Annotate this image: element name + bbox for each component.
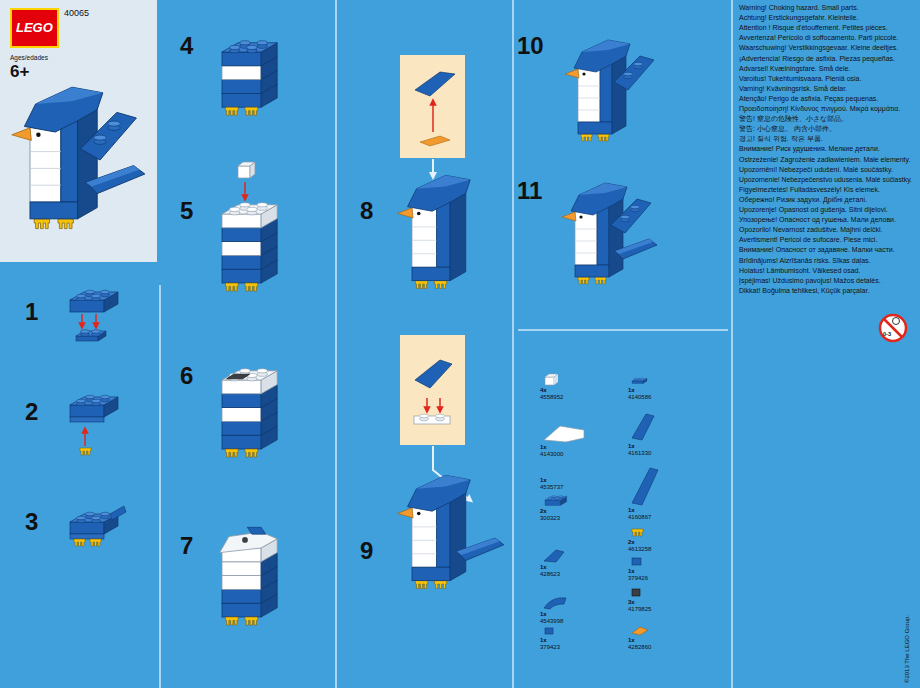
part-number: 4282860: [628, 644, 651, 651]
warning-text: Dikkat! Boğulma tehlikesi, Küçük parçala…: [739, 287, 869, 295]
step-2-art: [70, 395, 118, 455]
step-11-art: [562, 183, 657, 284]
part-quantity: 1x: [628, 387, 635, 394]
step-1-art: [70, 290, 118, 341]
set-box-art: [0, 0, 157, 262]
age-warning-symbol: [880, 315, 906, 341]
part-thumbnails: [544, 374, 658, 635]
step-number: 11: [517, 177, 542, 206]
part-quantity: 1x: [628, 568, 635, 575]
part-quantity: 1x: [628, 443, 635, 450]
step-number: 3: [25, 508, 38, 537]
warning-text: Ostrzeżenie! Zagrożenie zadławieniem. Ma…: [739, 156, 910, 164]
warning-text: Upozornění! Nebezpečí udušení. Malé souč…: [739, 166, 893, 174]
part-quantity: 3x: [628, 599, 635, 606]
copyright: ©2013 The LEGO Group.: [904, 615, 911, 683]
warning-text: Upozornenie! Nebezpečenstvo udusenia. Ma…: [739, 176, 912, 184]
part-quantity: 1x: [628, 637, 635, 644]
warning-text: Opozorilo! Nevarnost zadušitve. Majhni d…: [739, 226, 883, 234]
warning-text: Varoitus! Tukehtumisvaara. Pieniä osia.: [739, 75, 861, 83]
warning-text: 경고! 질식 위험. 작은 부품.: [739, 135, 823, 143]
step-number: 4: [180, 32, 193, 61]
warning-text: 警告: 小心窒息。 內含小部件。: [739, 125, 836, 133]
part-quantity: 1x: [540, 444, 547, 451]
step-number: 7: [180, 532, 193, 561]
step-6-art: [222, 369, 277, 457]
warning-text: Varning! Kvävningsrisk. Små delar.: [739, 85, 847, 93]
step-4-art: [222, 41, 277, 116]
part-number: 4535737: [540, 484, 563, 491]
step-number: 6: [180, 362, 193, 391]
part-number: 4558952: [540, 394, 563, 401]
step-5-art: [222, 162, 277, 291]
panel-dividers: [160, 0, 732, 688]
warning-text: Attention ! Risque d'étouffement. Petite…: [739, 24, 888, 32]
part-quantity: 1x: [540, 564, 547, 571]
step-9-art: [397, 335, 503, 588]
part-number: 4543998: [540, 618, 563, 625]
part-number: 4161330: [628, 450, 651, 457]
part-quantity: 2x: [540, 508, 547, 515]
warning-text: Внимание! Риск удушения. Мелкие детали.: [739, 145, 880, 153]
warning-text: Advarsel! Kvælningsfare. Små dele.: [739, 65, 850, 73]
part-number: 428623: [540, 571, 560, 578]
part-number: 300323: [540, 515, 560, 522]
part-number: 379426: [628, 575, 648, 582]
part-quantity: 4x: [540, 387, 547, 394]
step-number: 8: [360, 197, 373, 226]
warning-text: Προειδοποίηση! Κίνδυνος πνιγμού. Μικρά κ…: [739, 105, 900, 113]
age-label: Ages/edades: [10, 54, 48, 62]
warning-text: Brīdinājums! Aizrīšanās risks. Sīkas daļ…: [739, 257, 871, 265]
part-quantity: 1x: [540, 637, 547, 644]
warning-text: Įspėjimas! Uždusimo pavojus! Mažos detal…: [739, 277, 881, 285]
part-number: 4179825: [628, 606, 651, 613]
brand-logo: LEGO: [10, 8, 59, 48]
set-number: 40065: [64, 8, 89, 19]
warning-text: Waarschuwing! Verstikkingsgevaar. Kleine…: [739, 44, 898, 52]
warning-text: Внимание! Опасност от задавяне. Малки ча…: [739, 246, 895, 254]
part-number: 4143000: [540, 451, 563, 458]
part-number: 4160867: [628, 514, 651, 521]
logo-text: LEGO: [16, 21, 53, 35]
warning-text: 警告! 窒息の危険性、小さな部品。: [739, 115, 848, 123]
warning-text: Figyelmeztetés! Fulladásveszély! Kis ele…: [739, 186, 880, 194]
part-quantity: 2x: [628, 539, 635, 546]
warning-text: Обережно! Ризик задухи. Дрібні деталі.: [739, 196, 867, 204]
step-number: 2: [25, 398, 38, 427]
part-quantity: 1x: [628, 507, 635, 514]
warning-text: Упозорење! Опасност од гушења. Мали дело…: [739, 216, 896, 224]
part-number: 4140586: [628, 394, 651, 401]
age-value: 6+: [10, 62, 29, 82]
step-10-art: [565, 40, 654, 141]
warning-text: Avvertenza! Pericolo di soffocamento. Pa…: [739, 34, 898, 42]
warning-text: Atenção! Perigo de asfixia. Peças pequen…: [739, 95, 878, 103]
warning-text: Upozorenje! Opasnost od gušenja. Sitni d…: [739, 206, 888, 214]
step-7-art: [220, 527, 278, 625]
step-number: 10: [517, 32, 544, 61]
step-number: 1: [25, 298, 38, 327]
step-number: 5: [180, 197, 193, 226]
warning-text: Hoiatus! Lämbumisoht. Väikesed osad.: [739, 267, 860, 275]
warning-text: Warning! Choking hazard. Small parts.: [739, 4, 859, 12]
step-number: 9: [360, 537, 373, 566]
part-number: 379423: [540, 644, 560, 651]
part-quantity: 1x: [540, 477, 547, 484]
part-number: 4613258: [628, 546, 651, 553]
age-warning: 0-3: [883, 331, 891, 338]
step-8-art: [397, 55, 470, 288]
step-3-art: [70, 506, 126, 546]
warning-text: Avertisment! Pericol de sufocare. Piese …: [739, 236, 877, 244]
warning-text: Achtung! Erstickungsgefahr. Kleinteile.: [739, 14, 858, 22]
part-quantity: 1x: [540, 611, 547, 618]
warning-text: ¡Advertencia! Riesgo de asfixia. Piezas …: [739, 55, 895, 63]
